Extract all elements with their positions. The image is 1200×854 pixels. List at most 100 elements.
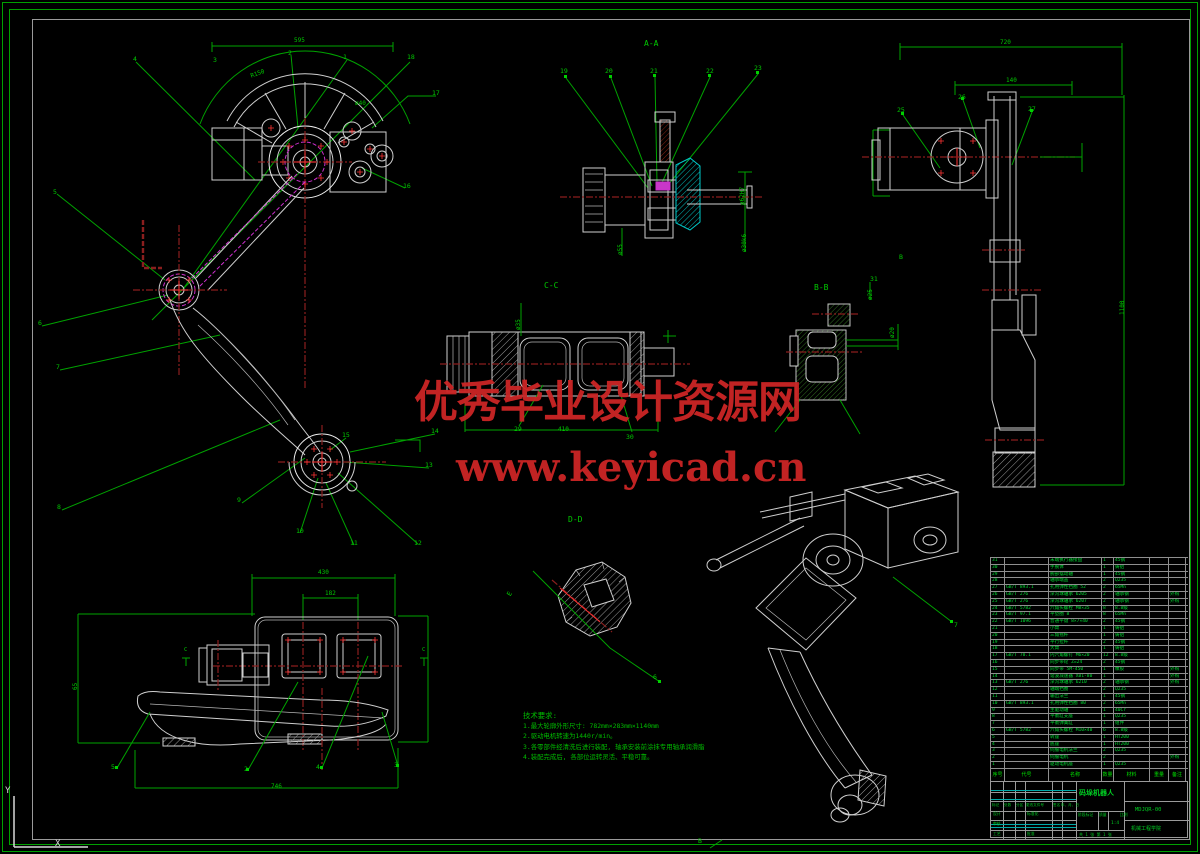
drawing-graphic bbox=[338, 136, 350, 148]
bom-cell: 轴端挡圈 bbox=[1048, 687, 1101, 693]
note-line: 2.驱动电机转速为1440r/min。 bbox=[523, 732, 617, 741]
bom-cell bbox=[1004, 721, 1048, 727]
annotation-text: 25 bbox=[897, 106, 905, 114]
bom-cell bbox=[1149, 687, 1168, 693]
bom-cell: GB/T 276 bbox=[1004, 591, 1048, 598]
title-block: 码垛机器人 MDJQR-00 机械工程学院 1:4 共 1 张 第 1 张 阶段… bbox=[990, 781, 1189, 839]
drawing-graphic bbox=[323, 92, 346, 130]
annotation-text: 720 bbox=[1000, 39, 1011, 46]
bom-cell: 大臂 bbox=[1048, 646, 1101, 653]
drawing-graphic bbox=[815, 545, 851, 575]
bom-cell: 2 bbox=[1101, 578, 1113, 585]
annotation-text: 21 bbox=[650, 67, 658, 75]
drawing-graphic bbox=[321, 655, 369, 769]
annotation-text: 4 bbox=[316, 763, 320, 771]
drawing-graphic bbox=[381, 711, 399, 767]
drawing-graphic bbox=[284, 636, 292, 644]
bom-cell: 输出法兰 bbox=[1048, 693, 1101, 700]
bom-cell: 21 bbox=[990, 625, 1004, 632]
annotation-text: ø62H7 bbox=[739, 186, 746, 205]
drawing-graphic bbox=[356, 168, 364, 176]
drawing-graphic bbox=[336, 633, 382, 679]
bom-cell: 谐波减速器 XB1-80 bbox=[1048, 673, 1101, 680]
bom-cell bbox=[1168, 619, 1186, 625]
notes-title: 技术要求: bbox=[523, 711, 558, 720]
bom-cell: Q235 bbox=[1113, 761, 1149, 768]
drawing-graphic bbox=[1124, 782, 1125, 839]
bom-cell: 6 bbox=[990, 727, 1004, 734]
drawing-graphic bbox=[991, 299, 1019, 331]
annotation-text: 746 bbox=[271, 783, 282, 790]
bom-cell: 同步带 5M-450 bbox=[1048, 666, 1101, 673]
bom-cell bbox=[1149, 578, 1168, 585]
drawing-graphic bbox=[185, 296, 193, 304]
drawing-graphic bbox=[709, 839, 723, 849]
bom-cell bbox=[1004, 748, 1048, 755]
drawing-graphic bbox=[922, 534, 938, 546]
bom-cell: Q235 bbox=[1113, 714, 1149, 721]
bom-cell: 1 bbox=[1101, 558, 1113, 564]
bom-cell: 1 bbox=[1101, 571, 1113, 578]
drawing-graphic bbox=[141, 220, 162, 270]
drawing-graphic bbox=[343, 461, 430, 469]
drawing-graphic bbox=[192, 307, 321, 453]
bom-cell: 1 bbox=[1101, 625, 1113, 632]
bom-header-cell: 材料 bbox=[1113, 768, 1149, 781]
drawing-graphic bbox=[242, 652, 269, 678]
drawing-graphic bbox=[565, 616, 573, 623]
bom-cell: 2 bbox=[1101, 755, 1113, 761]
drawing-graphic bbox=[759, 493, 846, 513]
bom-cell: 底座 bbox=[1048, 741, 1101, 748]
bom-header-cell: 备注 bbox=[1168, 768, 1186, 781]
bom-cell bbox=[1113, 673, 1149, 680]
annotation-text: 30 bbox=[626, 433, 634, 441]
drawing-graphic bbox=[165, 276, 173, 284]
bom-cell: 孔用弹性挡圈 80 bbox=[1048, 700, 1101, 707]
bom-cell: 铸铝 bbox=[1113, 646, 1149, 653]
annotation-text: 31 bbox=[870, 275, 878, 283]
sign-label: 审核 bbox=[993, 821, 1001, 826]
annotation-text: 2 bbox=[244, 765, 248, 773]
drawing-graphic bbox=[991, 820, 1076, 821]
bom-cell bbox=[1149, 680, 1168, 687]
bom-cell: 23 bbox=[990, 612, 1004, 619]
bom-cell bbox=[1004, 659, 1048, 666]
bom-cell: 18 bbox=[990, 646, 1004, 653]
drawing-graphic bbox=[643, 347, 675, 377]
bom-cell: 平衡弹簧缸 bbox=[1048, 721, 1101, 727]
bom-cell: 铸铝 bbox=[1113, 625, 1149, 632]
drawing-graphic bbox=[348, 160, 372, 184]
bom-cell bbox=[1149, 734, 1168, 741]
drawing-graphic bbox=[644, 161, 674, 239]
bom-cell: 三角摇杆 bbox=[1048, 632, 1101, 639]
annotation-text: 3 bbox=[213, 56, 217, 64]
bom-cell: 28 bbox=[990, 578, 1004, 585]
bom-cell: 普通平键 8×7×40 bbox=[1048, 619, 1101, 625]
drawing-graphic bbox=[149, 713, 387, 746]
drawing-graphic bbox=[316, 668, 324, 676]
bom-cell bbox=[1149, 639, 1168, 646]
drawing-graphic bbox=[1030, 109, 1033, 112]
drawing-graphic bbox=[565, 77, 649, 189]
bom-cell: 3 bbox=[990, 748, 1004, 755]
drawing-graphic bbox=[339, 668, 347, 676]
bom-cell: 轴承钢 bbox=[1113, 591, 1149, 598]
drawing-graphic bbox=[827, 303, 851, 327]
bom-header-row: 序号代号名称数量材料重量备注 bbox=[990, 767, 1188, 781]
drawing-graphic bbox=[877, 127, 987, 191]
annotation-text: 13 bbox=[425, 461, 433, 469]
bom-cell: 9 bbox=[990, 707, 1004, 714]
bom-cell: 2 bbox=[1101, 680, 1113, 687]
bom-cell: 15 bbox=[990, 666, 1004, 673]
annotation-text: 20 bbox=[605, 67, 613, 75]
